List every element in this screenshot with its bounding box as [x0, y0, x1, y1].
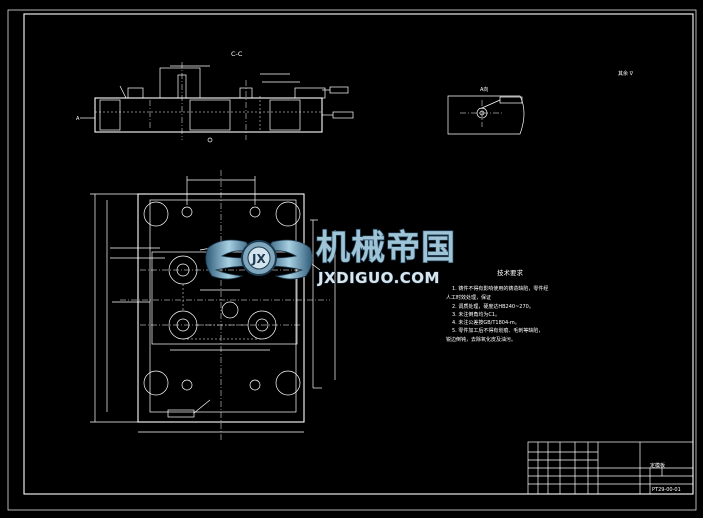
tech-req-line: 4. 未注公差按GB/T1804-m。	[452, 319, 520, 326]
tech-req-line: 锐边倒钝，去除氧化皮及油污。	[446, 336, 516, 343]
detail-view-title: A向	[480, 86, 488, 93]
title-block-part-name: 定模板	[650, 462, 665, 469]
section-view-c-c: C-C A	[76, 50, 354, 143]
watermark-cn: 机械帝国	[316, 228, 456, 268]
tech-req-line: 2. 调质处理，硬度达HB240~270。	[452, 303, 534, 310]
title-block: 定模板 PT29-00-01	[527, 441, 694, 495]
inner-frame	[23, 13, 694, 495]
roughness-note: 其余 ∇	[618, 70, 634, 77]
tech-req-line: 5. 零件加工后不得有划痕、毛刺等缺陷，	[452, 327, 543, 334]
watermark-logo: JX 机械帝国 JXDIGUO.COM	[205, 227, 456, 287]
detail-view-a: A向	[447, 86, 525, 135]
tech-requirements: 技术要求 1. 铸件不得有影响使用的铸造缺陷，零件经 人工时效处理，保证 2. …	[446, 268, 548, 343]
section-view-title: C-C	[231, 50, 243, 58]
section-arrow-label: A	[76, 116, 80, 122]
tech-req-line: 3. 未注倒角均为C1。	[452, 311, 500, 318]
svg-text:JX: JX	[251, 252, 266, 266]
plan-view	[90, 170, 336, 440]
tech-req-line: 1. 铸件不得有影响使用的铸造缺陷，零件经	[452, 285, 548, 292]
title-block-drawing-no: PT29-00-01	[652, 487, 681, 493]
tech-req-line: 人工时效处理，保证	[446, 294, 491, 301]
outer-frame	[7, 9, 697, 511]
tech-req-heading: 技术要求	[497, 268, 524, 277]
watermark-en: JXDIGUO.COM	[317, 269, 440, 287]
